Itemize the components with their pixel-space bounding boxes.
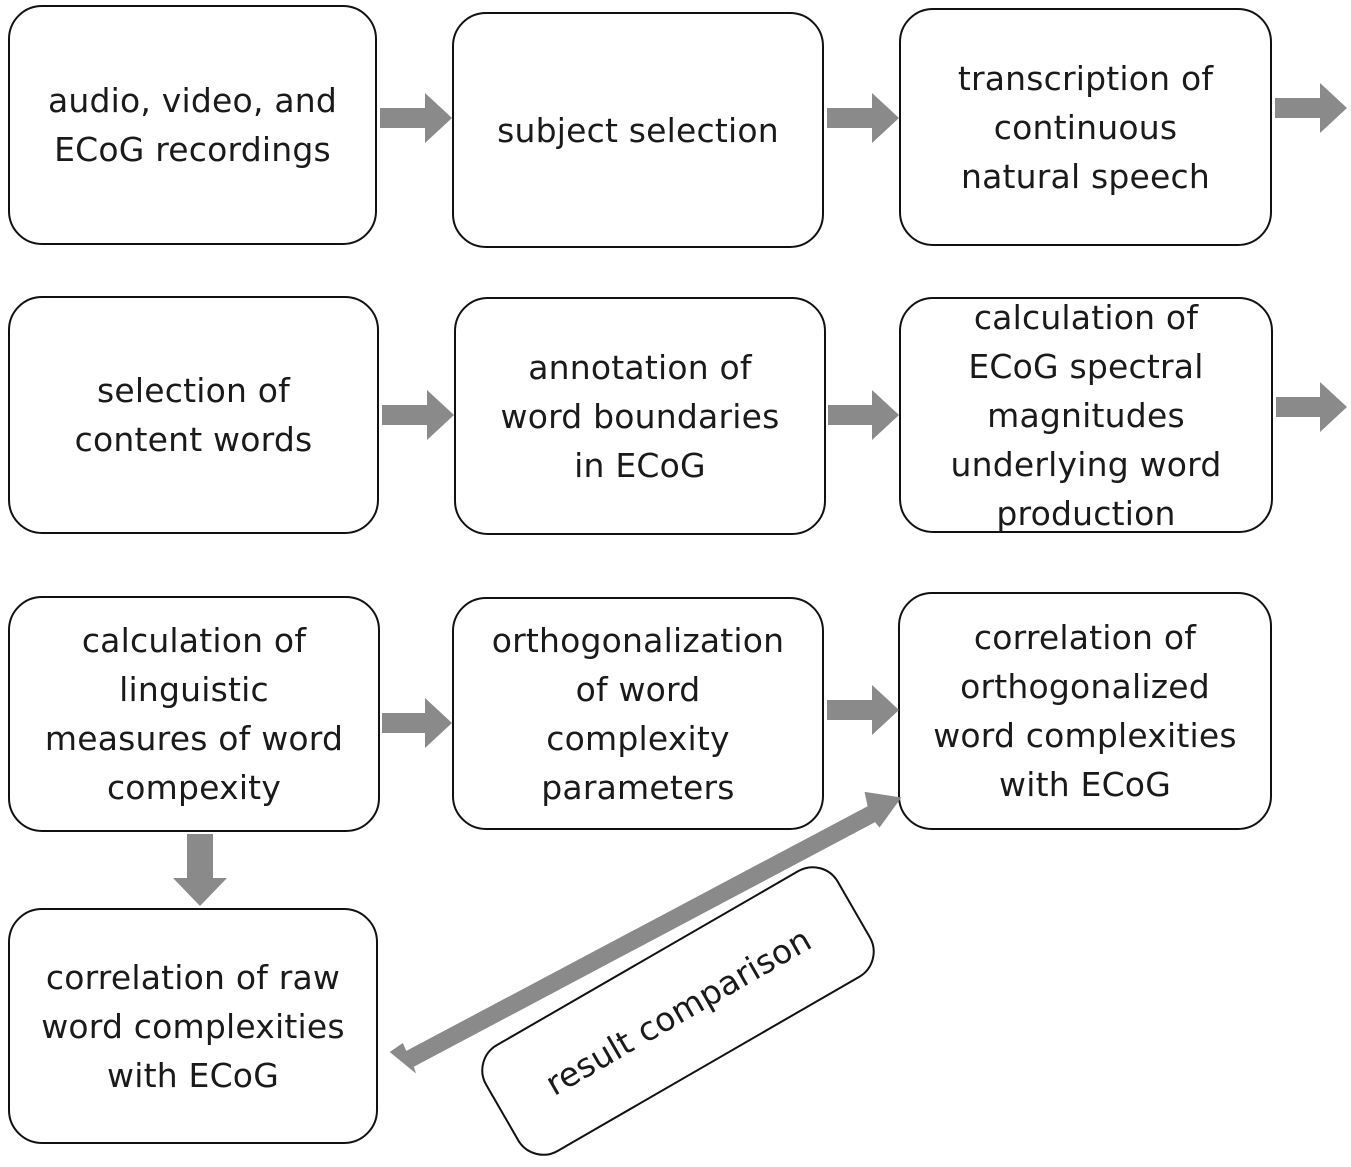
subject-selection-box: subject selection [452,12,824,248]
arrow-orthogonalization-to-correlation [827,685,899,735]
arrow-spectral-continue [1276,382,1347,432]
arrow-linguistic-to-raw-correlation [173,834,227,906]
arrow-subject-selection-to-transcription [827,93,899,143]
arrow-recordings-to-subject-selection [380,93,452,143]
arrow-transcription-continue [1275,83,1347,133]
arrow-content-words-to-annotation [382,390,454,440]
subject-selection-label: subject selection [497,110,779,150]
arrow-annotation-to-spectral [828,390,899,440]
arrow-result-comparison [389,791,902,1074]
arrow-linguistic-to-orthogonalization [382,698,452,748]
